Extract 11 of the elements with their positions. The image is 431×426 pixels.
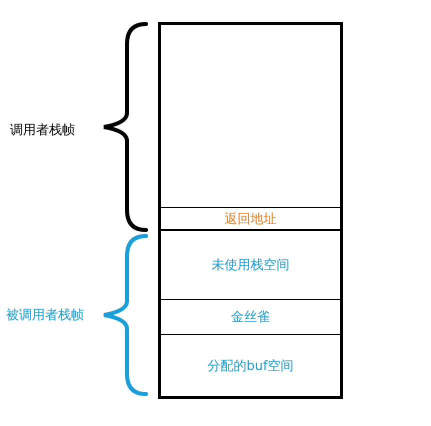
stack-slot xyxy=(158,335,343,399)
slot-label: 未使用栈空间 xyxy=(212,257,290,274)
stack-region xyxy=(158,22,343,207)
stack-slot xyxy=(158,207,343,231)
slot-label: 金丝雀 xyxy=(231,309,270,326)
frame-label: 调用者栈帧 xyxy=(10,122,75,139)
frame-label: 被调用者栈帧 xyxy=(6,307,84,324)
stack-slot xyxy=(158,300,343,335)
slot-label: 返回地址 xyxy=(224,210,276,228)
stack-slot xyxy=(158,231,343,300)
slot-label: 分配的buf空间 xyxy=(207,358,294,374)
